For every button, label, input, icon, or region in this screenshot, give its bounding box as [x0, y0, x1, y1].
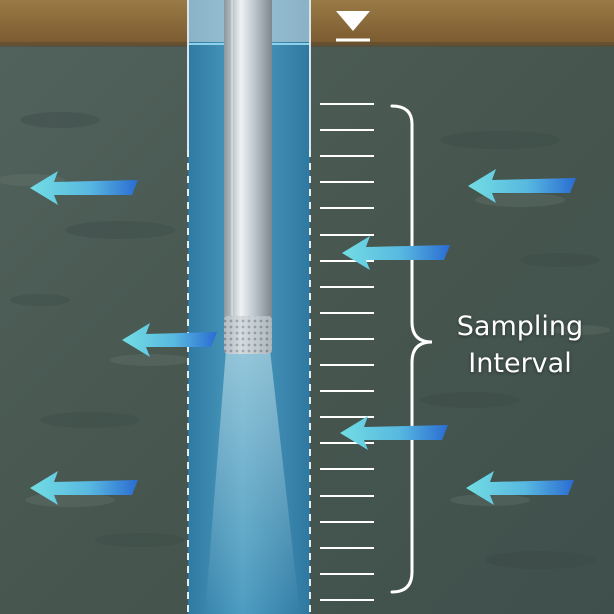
- sampling-interval-label: Sampling Interval: [440, 308, 600, 382]
- groundwater-flow-arrow-icon: [342, 236, 450, 270]
- groundwater-flow-arrows: [30, 169, 576, 505]
- label-line-1: Sampling: [456, 311, 584, 342]
- curly-brace-icon: [390, 104, 433, 594]
- groundwater-flow-arrow-icon: [468, 169, 576, 203]
- intake-plume: [205, 350, 300, 614]
- groundwater-flow-arrow-icon: [30, 471, 138, 505]
- groundwater-flow-arrow-icon: [30, 171, 138, 205]
- label-line-2: Interval: [468, 348, 572, 379]
- groundwater-flow-arrow-icon: [122, 323, 217, 357]
- discharge-pipe: [224, 0, 272, 318]
- rock-texture: [10, 112, 600, 569]
- pump-intake-shade: [224, 316, 272, 354]
- water-table-triangle-icon: [336, 11, 370, 31]
- groundwater-flow-arrow-icon: [340, 416, 448, 450]
- groundwater-flow-arrow-icon: [466, 471, 574, 505]
